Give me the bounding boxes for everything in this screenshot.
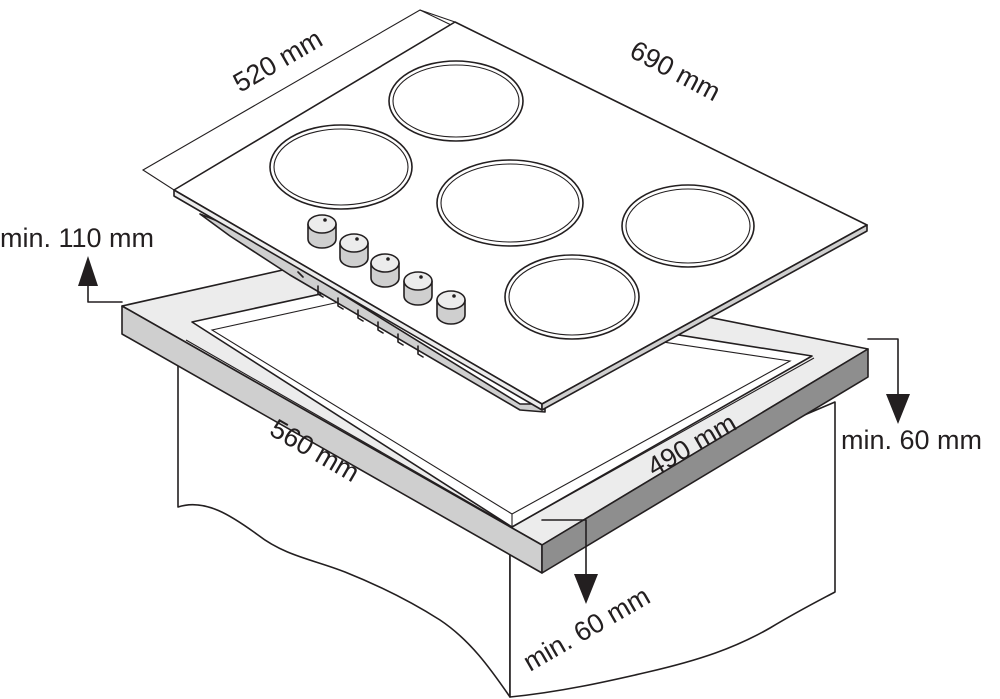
clearance-top-arrow — [78, 256, 123, 303]
burner-center — [436, 159, 584, 247]
control-knob — [403, 271, 433, 306]
hob — [141, 9, 869, 413]
cutout-width-guide — [185, 339, 513, 528]
worktop-right-edge — [541, 348, 869, 574]
label-clearance-right: min. 60 mm — [841, 425, 982, 455]
control-knob — [436, 290, 466, 325]
arrow-down-icon — [886, 394, 910, 424]
burner-front — [504, 254, 640, 340]
hob-right-edge — [541, 224, 868, 411]
cabinet-body — [177, 352, 511, 698]
cutout-inner-ledge — [210, 296, 792, 515]
label-hob-depth: 520 mm — [228, 23, 327, 98]
control-knob — [307, 214, 337, 249]
hob-depth-extension — [419, 9, 456, 23]
arrow-up-icon — [78, 256, 98, 286]
clearance-front-arrow — [541, 519, 598, 604]
burner-left — [269, 124, 413, 210]
arrow-down-icon — [574, 574, 598, 604]
label-clearance-top: min. 110 mm — [0, 223, 154, 253]
burner-right — [621, 184, 755, 268]
cutout-depth-guide — [511, 357, 815, 528]
control-knob — [370, 253, 400, 288]
clearance-right-arrow — [867, 338, 910, 424]
burner-back — [388, 60, 524, 142]
mounting-clips — [297, 271, 424, 358]
label-hob-width: 690 mm — [625, 35, 725, 107]
control-knob — [339, 233, 369, 268]
cabinet-body-right — [509, 401, 836, 698]
